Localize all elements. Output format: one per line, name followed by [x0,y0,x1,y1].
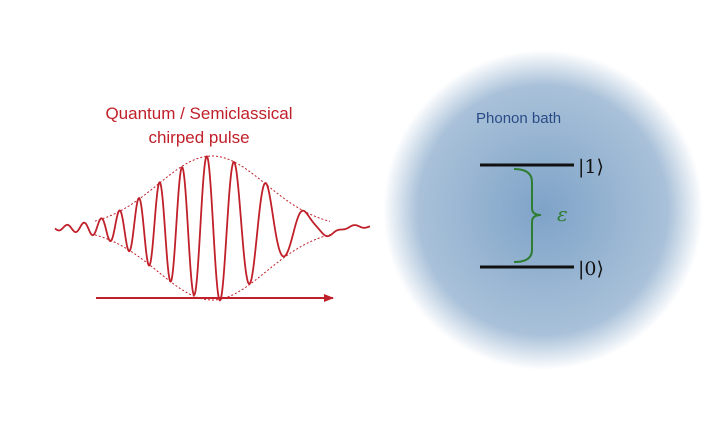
pulse-title-line1: Quantum / Semiclassical [105,104,293,123]
lower-state-label: |0⟩ [578,258,604,280]
pulse-envelope-lower [94,234,331,301]
pulse-title-line2: chirped pulse [148,128,250,147]
phonon-bath-title: Phonon bath [476,110,562,127]
energy-gap-bracket [513,168,542,263]
upper-state-label: |1⟩ [578,156,604,178]
pulse-envelope-upper [94,155,331,222]
chirped-pulse-waveform [54,155,371,302]
energy-gap-label: ε [557,202,568,226]
phonon-bath-blob [383,50,703,370]
